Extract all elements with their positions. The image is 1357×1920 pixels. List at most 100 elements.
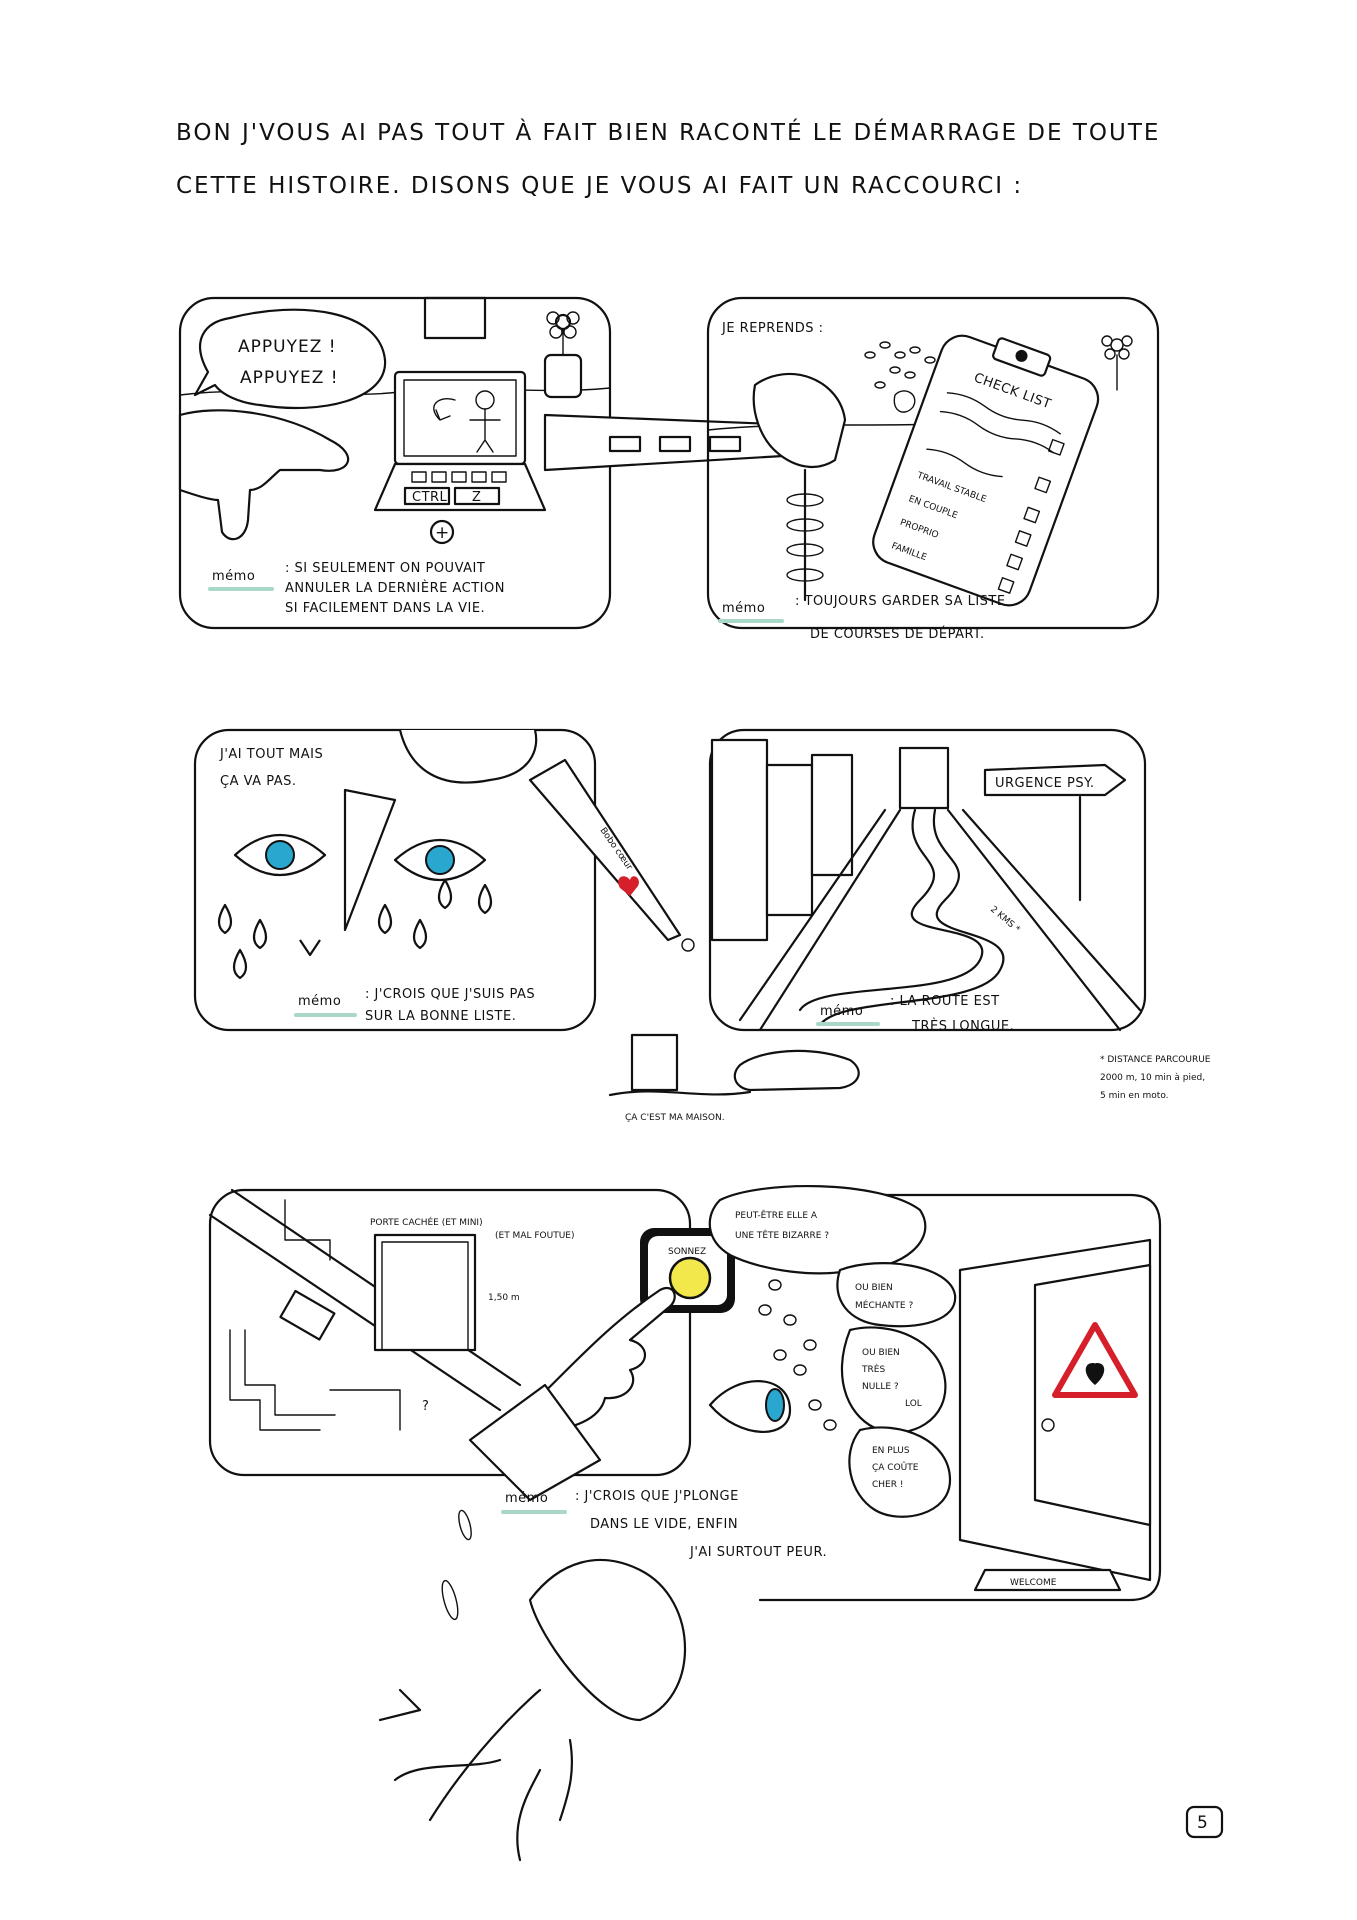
svg-text:URGENCE PSY.: URGENCE PSY.	[995, 776, 1095, 791]
page-number-box	[1185, 1805, 1224, 1839]
panel-doorbell: PORTE CACHÉE (ET MINI) (ET MAL FOUTUE) 1…	[208, 1188, 827, 1560]
buildings	[710, 738, 854, 942]
z-key	[453, 486, 501, 506]
thought-bubble-3	[840, 1326, 947, 1434]
bell-shape	[528, 1558, 687, 1722]
thought-dots	[758, 1279, 837, 1431]
memo-text-1: : J'CROIS QUE J'PLONGE	[575, 1489, 739, 1504]
bubble-text-2: APPUYEZ !	[240, 368, 339, 388]
memo-label: mémo	[722, 601, 765, 616]
house-building	[630, 1033, 679, 1092]
panel-frame	[208, 1188, 692, 1477]
wall-frame	[423, 296, 487, 340]
thought4-line2: ÇA COÛTE	[872, 1461, 919, 1473]
door-knob	[1041, 1418, 1055, 1432]
height-label: 1,50 m	[488, 1293, 520, 1303]
thought3-line2: TRÈS	[861, 1363, 885, 1375]
plus-circle-icon	[429, 519, 455, 545]
panel-crying: J'AI TOUT MAIS ÇA VA PAS. Bobo cœur	[193, 728, 695, 1032]
svg-text:Z: Z	[472, 490, 481, 505]
door-note-2: (ET MAL FOUTUE)	[495, 1231, 574, 1241]
sleeve	[468, 1383, 602, 1502]
memo-text-2: ANNULER LA DERNIÈRE ACTION	[285, 580, 505, 596]
pipes	[229, 1199, 401, 1431]
panel-frame	[753, 1193, 1162, 1602]
bubble-text-1: APPUYEZ !	[238, 337, 337, 357]
panel-frame	[193, 728, 597, 1032]
memo-label: mémo	[212, 569, 255, 584]
eye-left-icon	[233, 834, 327, 876]
thought-bubble-2	[836, 1262, 957, 1328]
panel-frame	[708, 728, 1147, 1032]
checklist-clipboard: CHECK LIST TRAVAIL STABLE EN COUPLE PROP…	[872, 334, 1100, 607]
heart-icon	[1085, 1363, 1105, 1385]
falling-arm	[428, 1688, 542, 1822]
footnote-3: 5 min en moto.	[1100, 1091, 1169, 1101]
memo-label: mémo	[298, 994, 341, 1009]
eye-icon	[708, 1380, 792, 1433]
thought1-line1: PEUT-ÊTRE ELLE A	[735, 1209, 818, 1221]
caption: JE REPRENDS :	[721, 321, 824, 336]
footnote-1: * DISTANCE PARCOURUE	[1100, 1055, 1211, 1065]
svg-text:CTRL: CTRL	[412, 490, 448, 505]
memo-label: mémo	[505, 1491, 548, 1506]
laptop-icon: CTRL Z	[373, 370, 547, 512]
memo-text-2: DANS LE VIDE, ENFIN	[590, 1517, 738, 1532]
panel-doubts: PEUT-ÊTRE ELLE A UNE TÊTE BIZARRE ? OU B…	[708, 1184, 1162, 1602]
vent-grate-icon	[279, 1289, 336, 1341]
finger-pointing	[528, 758, 682, 942]
thought1-line2: UNE TÊTE BIZARRE ?	[735, 1229, 829, 1241]
warning-triangle-icon	[1052, 1322, 1138, 1398]
spring-icon	[786, 468, 824, 602]
svg-text:WELCOME: WELCOME	[1010, 1578, 1057, 1588]
memo-text-1: : SI SEULEMENT ON POUVAIT	[285, 561, 485, 576]
urgence-sign	[983, 763, 1127, 797]
memo-text-2: DE COURSES DE DÉPART.	[810, 626, 985, 642]
nose	[343, 788, 397, 932]
question-mark: ?	[422, 1399, 429, 1414]
broken-heart-icon	[618, 876, 639, 896]
flower-icon	[1101, 335, 1133, 391]
thought3-line4: LOL	[905, 1399, 922, 1409]
ctrl-key	[403, 486, 451, 506]
person-head	[752, 372, 847, 468]
doorbell-label: SONNEZ	[668, 1247, 706, 1257]
thought-bubble-4	[848, 1426, 952, 1518]
intro-line-1: BON J'VOUS AI PAS TOUT À FAIT BIEN RACON…	[176, 118, 1160, 146]
panel-undo: APPUYEZ ! APPUYEZ ! CTRL Z + mémo : SI S…	[178, 296, 612, 630]
speech-bubble	[193, 308, 387, 410]
pointing-hand-icon	[513, 1287, 676, 1432]
shoe-icon	[733, 1049, 860, 1092]
intro-line-2: CETTE HISTOIRE. DISONS QUE JE VOUS AI FA…	[176, 173, 1023, 199]
memo-text-3: J'AI SURTOUT PEUR.	[689, 1545, 827, 1560]
flower-plant-icon	[543, 311, 583, 399]
thought4-line1: EN PLUS	[872, 1446, 910, 1456]
undo-arrow-icon	[433, 398, 456, 421]
distance-label: 2 KMS *	[988, 905, 1022, 936]
memo-text-2: SUR LA BONNE LISTE.	[365, 1009, 516, 1024]
memo-label: mémo	[820, 1004, 863, 1019]
eye-right-icon	[393, 839, 487, 881]
tears	[217, 878, 493, 980]
page-number: 5	[1197, 1813, 1209, 1833]
thought2-line1: OU BIEN	[855, 1283, 893, 1293]
door-note-1: PORTE CACHÉE (ET MINI)	[370, 1216, 483, 1228]
footnote-2: 2000 m, 10 min à pied,	[1100, 1073, 1205, 1083]
welcome-mat	[973, 1568, 1122, 1592]
thought2-line2: MÉCHANTE ?	[855, 1299, 913, 1311]
thought4-line3: CHER !	[872, 1480, 903, 1490]
far-door	[898, 746, 950, 810]
house-caption: ÇA C'EST MA MAISON.	[625, 1113, 725, 1123]
caption-1: J'AI TOUT MAIS	[219, 747, 323, 762]
thought3-line1: OU BIEN	[862, 1348, 900, 1358]
thought3-line3: NULLE ?	[862, 1382, 899, 1392]
face-outline	[398, 729, 538, 784]
panel-frame	[706, 296, 1160, 630]
svg-text:+: +	[435, 523, 450, 543]
scattered-dots	[864, 341, 936, 413]
doorbell-button[interactable]	[668, 1256, 712, 1300]
panel-checklist: JE REPRENDS : CHECK LIST TRAVAIL STABLE …	[706, 296, 1160, 642]
thought-bubble-1	[708, 1184, 927, 1275]
memo-text-1: : J'CROIS QUE J'SUIS PAS	[365, 987, 535, 1002]
